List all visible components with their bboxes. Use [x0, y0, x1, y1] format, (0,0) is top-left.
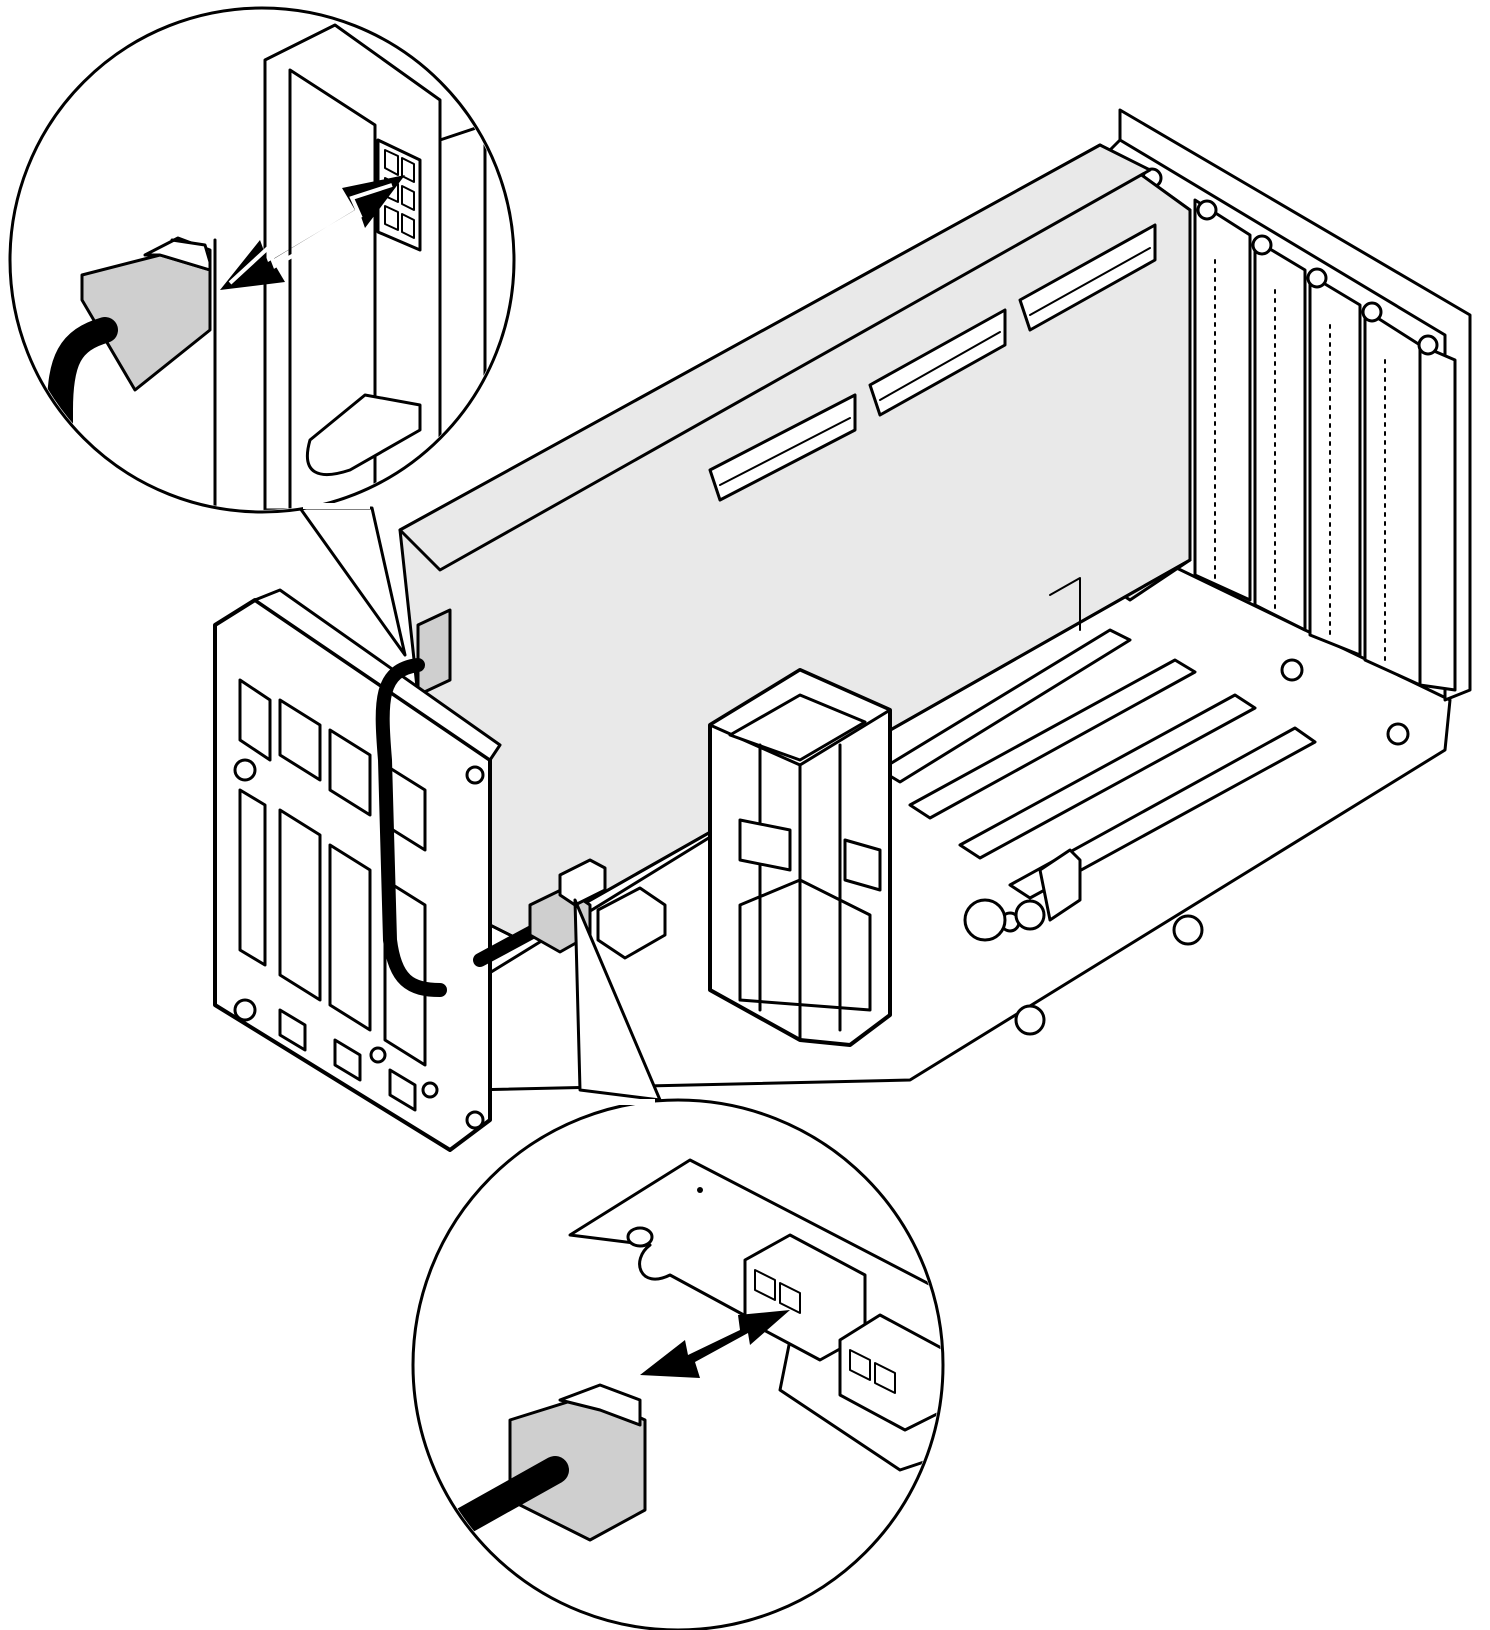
card-power-port	[416, 608, 452, 697]
cable-top	[47, 317, 118, 510]
riser-handle	[708, 668, 892, 1047]
double-arrow-icon	[640, 1310, 790, 1378]
riser-power-connector-callout	[411, 898, 945, 1630]
card-power-connector-callout	[8, 6, 516, 657]
pcie-slots	[878, 628, 1317, 900]
gpu-card	[398, 143, 1192, 942]
double-arrow-icon	[220, 175, 405, 290]
card-power-cable	[375, 658, 447, 997]
slot-brackets	[1141, 167, 1457, 692]
front-bracket	[213, 588, 502, 1152]
card-labels	[708, 223, 1157, 502]
